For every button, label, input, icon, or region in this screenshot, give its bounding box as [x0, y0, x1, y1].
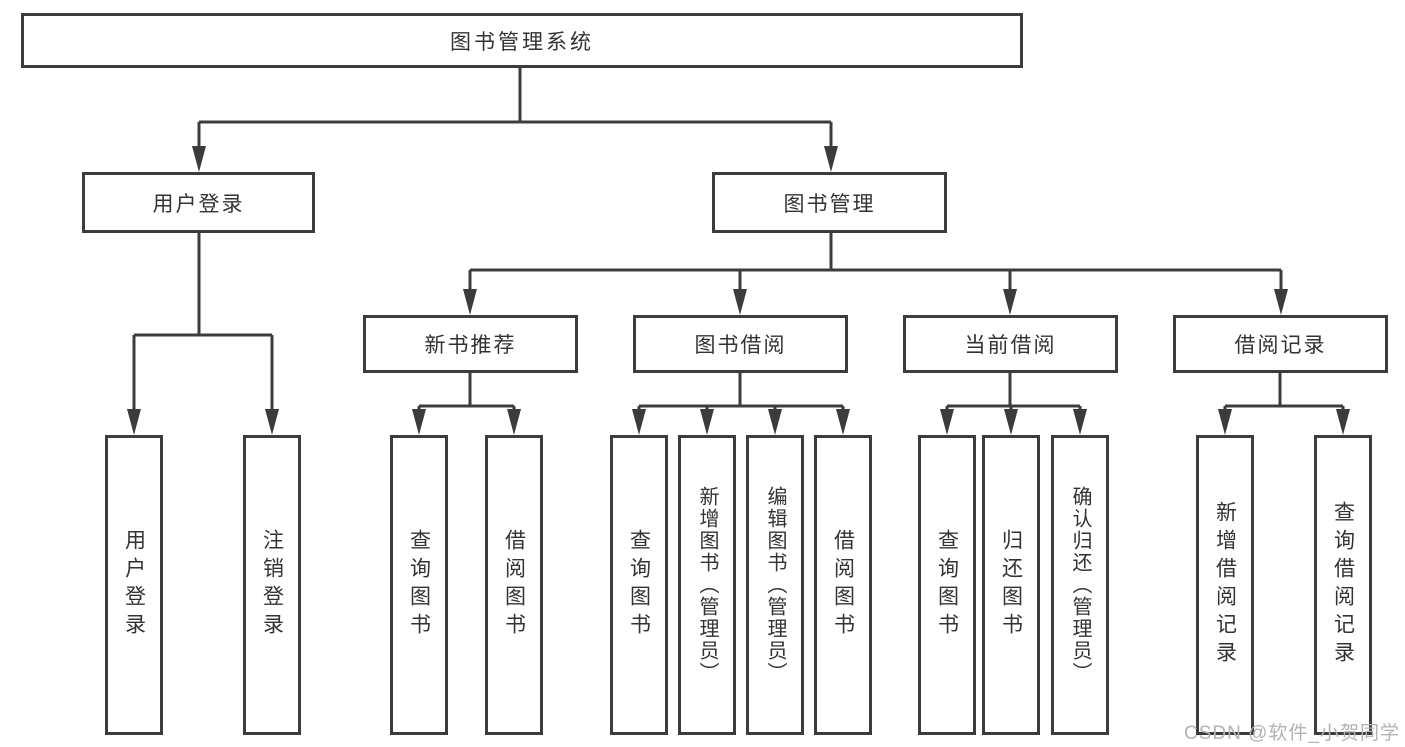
arrowhead-icon	[507, 409, 521, 435]
arrowhead-icon	[700, 409, 714, 435]
leaf-add-borrow-record: 新增借阅记录	[1196, 435, 1254, 735]
node-current-borrowing: 当前借阅	[903, 315, 1118, 373]
leaf-user-login: 用户登录	[105, 435, 163, 735]
arrowhead-icon	[768, 409, 782, 435]
leaf-edit-book-admin: 编辑图书（管理员）	[746, 435, 804, 735]
arrowhead-icon	[824, 146, 838, 172]
arrowhead-icon	[1274, 289, 1288, 315]
node-user-login: 用户登录	[82, 172, 315, 233]
leaf-return-books: 归还图书	[982, 435, 1040, 735]
node-new-book-recommend: 新书推荐	[363, 315, 578, 373]
node-book-borrowing: 图书借阅	[633, 315, 848, 373]
arrowhead-icon	[1004, 409, 1018, 435]
node-book-management: 图书管理	[712, 172, 947, 233]
arrowhead-icon	[1073, 409, 1087, 435]
arrowhead-icon	[1336, 409, 1350, 435]
leaf-confirm-return-admin: 确认归还（管理员）	[1051, 435, 1109, 735]
arrowhead-icon	[463, 289, 477, 315]
leaf-query-borrow-record: 查询借阅记录	[1314, 435, 1372, 735]
arrowhead-icon	[127, 409, 141, 435]
arrowhead-icon	[412, 409, 426, 435]
leaf-borrow-books: 借阅图书	[814, 435, 872, 735]
leaf-logout-login: 注销登录	[243, 435, 301, 735]
arrowhead-icon	[1218, 409, 1232, 435]
arrowhead-icon	[1003, 289, 1017, 315]
arrowhead-icon	[733, 289, 747, 315]
arrowhead-icon	[265, 409, 279, 435]
arrowhead-icon	[836, 409, 850, 435]
arrowhead-icon	[192, 146, 206, 172]
node-borrow-records: 借阅记录	[1173, 315, 1388, 373]
leaf-query-books-recommend: 查询图书	[390, 435, 448, 735]
arrowhead-icon	[632, 409, 646, 435]
leaf-add-book-admin: 新增图书（管理员）	[678, 435, 736, 735]
leaf-borrow-books-recommend: 借阅图书	[485, 435, 543, 735]
arrowhead-icon	[940, 409, 954, 435]
node-root-system: 图书管理系统	[21, 13, 1023, 68]
csdn-watermark: CSDN @软件_小贺同学	[1184, 723, 1400, 744]
leaf-query-books-current: 查询图书	[918, 435, 976, 735]
leaf-query-books-borrowing: 查询图书	[610, 435, 668, 735]
